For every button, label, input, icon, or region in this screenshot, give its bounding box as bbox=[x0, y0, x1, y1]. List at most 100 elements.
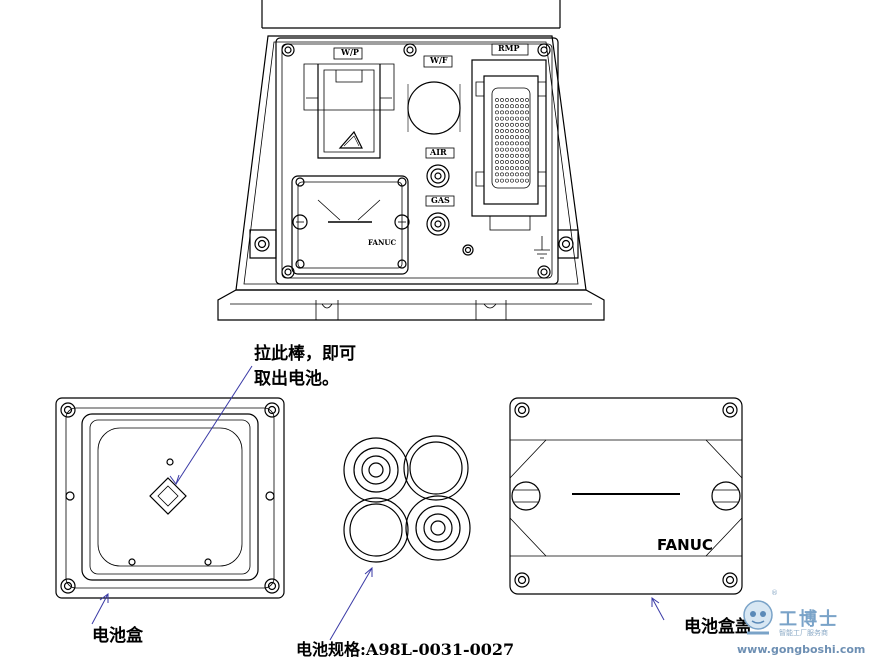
connector-pin bbox=[510, 116, 514, 121]
label-wp: W/P bbox=[341, 47, 359, 57]
battery-cover-drawing bbox=[509, 397, 743, 595]
connector-pin bbox=[505, 172, 509, 177]
watermark-url: www.gongboshi.com bbox=[737, 643, 866, 656]
connector-pin bbox=[515, 153, 519, 158]
connector-pin bbox=[525, 122, 529, 127]
watermark-name: 工博士 bbox=[779, 609, 839, 630]
connector-pin bbox=[510, 122, 514, 127]
connector-pin bbox=[500, 129, 504, 133]
connector-pin bbox=[525, 153, 529, 158]
connector-pin bbox=[505, 160, 509, 164]
connector-pin bbox=[500, 153, 504, 158]
connector-pin bbox=[520, 104, 524, 109]
connector-pin bbox=[495, 147, 499, 152]
connector-pin bbox=[525, 104, 529, 109]
rmp-pin-grid bbox=[495, 98, 529, 183]
connector-pin bbox=[505, 178, 509, 183]
connector-pin bbox=[515, 104, 519, 109]
label-fanuc-small: FANUC bbox=[368, 238, 397, 247]
connector-pin bbox=[505, 166, 509, 171]
connector-pin bbox=[495, 166, 499, 171]
connector-pin bbox=[500, 147, 504, 152]
label-gas: GAS bbox=[431, 195, 450, 205]
label-wf: W/F bbox=[430, 55, 448, 65]
connector-pin bbox=[525, 135, 529, 140]
connector-pin bbox=[495, 153, 499, 158]
connector-pin bbox=[525, 98, 529, 102]
connector-pin bbox=[520, 172, 524, 177]
leader-lines bbox=[91, 365, 665, 641]
connector-pin bbox=[515, 172, 519, 177]
connector-pin bbox=[515, 135, 519, 140]
connector-pin bbox=[500, 110, 504, 115]
connector-pin bbox=[495, 172, 499, 177]
connector-pin bbox=[495, 129, 499, 133]
connector-pin bbox=[515, 129, 519, 133]
battery-box-drawing bbox=[55, 397, 285, 599]
connector-pin bbox=[500, 166, 504, 171]
connector-pin bbox=[505, 116, 509, 121]
connector-pin bbox=[505, 147, 509, 152]
connector-pin bbox=[520, 160, 524, 164]
connector-pin bbox=[510, 160, 514, 164]
connector-pin bbox=[495, 135, 499, 140]
label-rmp: RMP bbox=[498, 43, 520, 53]
watermark-registered: ® bbox=[771, 589, 778, 597]
connector-pin bbox=[500, 116, 504, 121]
pull-rod-callout-line2: 取出电池。 bbox=[254, 369, 339, 389]
pull-rod-callout-line1: 拉此棒，即可 bbox=[254, 344, 356, 364]
connector-pin bbox=[515, 110, 519, 115]
connector-pin bbox=[520, 178, 524, 183]
connector-pin bbox=[515, 166, 519, 171]
connector-pin bbox=[500, 98, 504, 102]
connector-pin bbox=[520, 98, 524, 102]
connector-pin bbox=[520, 135, 524, 140]
connector-pin bbox=[520, 122, 524, 127]
cover-fanuc-logo: FANUC bbox=[657, 536, 713, 554]
connector-pin bbox=[495, 160, 499, 164]
watermark: ® 工博士 智能工厂服务商 www.gongboshi.com bbox=[731, 581, 865, 661]
connector-pin bbox=[520, 166, 524, 171]
connector-pin bbox=[510, 104, 514, 109]
connector-pin bbox=[525, 116, 529, 121]
connector-pin bbox=[520, 141, 524, 146]
connector-pin bbox=[505, 135, 509, 140]
connector-pin bbox=[505, 104, 509, 109]
connector-pin bbox=[505, 141, 509, 146]
connector-pin bbox=[510, 147, 514, 152]
connector-pin bbox=[515, 160, 519, 164]
connector-pin bbox=[510, 172, 514, 177]
connector-pin bbox=[515, 147, 519, 152]
connector-pin bbox=[510, 166, 514, 171]
connector-pin bbox=[500, 141, 504, 146]
connector-panel bbox=[217, 0, 605, 321]
connector-pin bbox=[500, 172, 504, 177]
connector-pin bbox=[510, 129, 514, 133]
connector-pin bbox=[515, 178, 519, 183]
connector-pin bbox=[525, 160, 529, 164]
robot-logo-icon bbox=[743, 600, 773, 635]
connector-pin bbox=[510, 98, 514, 102]
connector-pin bbox=[500, 160, 504, 164]
connector-pin bbox=[520, 116, 524, 121]
connector-pin bbox=[500, 135, 504, 140]
panel-screws bbox=[281, 43, 551, 279]
connector-pin bbox=[515, 122, 519, 127]
connector-pin bbox=[505, 153, 509, 158]
connector-pin bbox=[495, 122, 499, 127]
connector-pin bbox=[525, 141, 529, 146]
connector-pin bbox=[510, 178, 514, 183]
connector-pin bbox=[495, 104, 499, 109]
connector-pin bbox=[495, 178, 499, 183]
battery-spec-label: 电池规格:A98L-0031-0027 bbox=[296, 640, 515, 659]
label-air: AIR bbox=[430, 147, 447, 157]
connector-pin bbox=[505, 129, 509, 133]
connector-pin bbox=[525, 178, 529, 183]
connector-pin bbox=[510, 153, 514, 158]
connector-pin bbox=[495, 116, 499, 121]
connector-pin bbox=[520, 129, 524, 133]
connector-pin bbox=[505, 98, 509, 102]
connector-pin bbox=[520, 147, 524, 152]
connector-pin bbox=[500, 178, 504, 183]
